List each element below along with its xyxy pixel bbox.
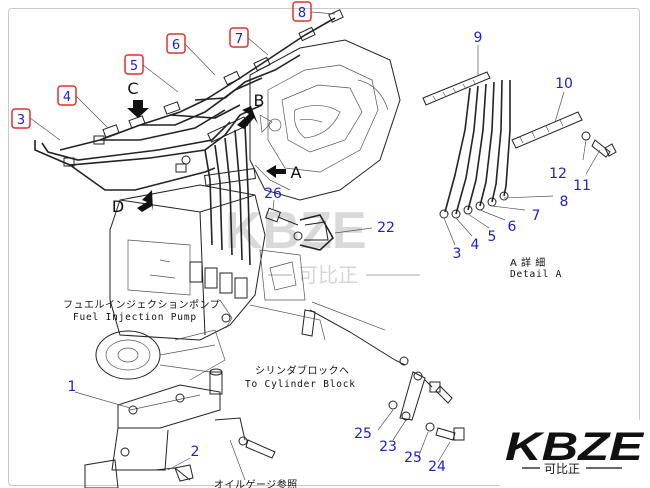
- bracket-assembly: [74, 384, 276, 488]
- callout-5: 5: [130, 59, 138, 74]
- view-letter-a: A: [291, 163, 302, 182]
- view-letter-d: D: [112, 197, 124, 216]
- callout-22: 22: [377, 220, 395, 236]
- detail-callout-8: 8: [560, 194, 569, 210]
- callout-10: 10: [555, 76, 573, 92]
- detail-callout-7: 7: [532, 208, 541, 224]
- cylinder-block-pipe: [309, 301, 465, 463]
- pipe-22-and-bolt-26: [265, 199, 373, 251]
- text-labels: A 詳 細 Detail A フュエルインジェクションポンプ Fuel Inje…: [63, 256, 562, 488]
- detail-callout-6: 6: [508, 219, 517, 235]
- detail-callout-5: 5: [488, 229, 497, 245]
- watermark-chinese: 可比正: [298, 263, 358, 287]
- detail-a-drawing: [422, 45, 617, 246]
- detail-a-label-jp: A 詳 細: [510, 256, 546, 269]
- fuel-pump-label-en: Fuel Injection Pump: [73, 312, 197, 323]
- callout-24: 24: [428, 459, 446, 475]
- callout-7: 7: [235, 32, 243, 47]
- detail-a-label-en: Detail A: [510, 269, 562, 280]
- callout-25-right: 25: [404, 450, 422, 466]
- callout-11: 11: [573, 178, 591, 194]
- watermark-latin: KBZE: [225, 202, 367, 260]
- logo-chinese: 可比正: [544, 462, 580, 476]
- engine-block: [249, 39, 401, 201]
- detail-callout-4: 4: [471, 237, 480, 253]
- callout-26: 26: [264, 186, 282, 202]
- logo-latin: KBZE: [505, 425, 645, 469]
- fuel-injection-pipes: [34, 9, 344, 266]
- diagram-frame: [8, 8, 640, 486]
- cylinder-block-label-jp: シリンダブロックへ: [255, 364, 350, 377]
- fuel-pump-label-jp: フュエルインジェクションポンプ: [63, 299, 220, 311]
- callout-1: 1: [68, 379, 77, 395]
- detail-callout-3: 3: [453, 246, 462, 262]
- callout-2: 2: [191, 444, 200, 460]
- callout-boxes: [11, 1, 336, 141]
- kbze-logo: KBZE 可比正: [500, 420, 646, 488]
- view-letter-c: C: [127, 79, 138, 98]
- oil-gauge-label-jp: オイルゲージ参照: [214, 478, 298, 488]
- view-arrows: [127, 100, 286, 212]
- view-letter-b: B: [254, 91, 265, 110]
- callout-25-left: 25: [354, 426, 372, 442]
- watermark: KBZE 可比正: [225, 202, 420, 287]
- callout-23: 23: [379, 439, 397, 455]
- callout-numbers: 8 7 6 5 4 3 9 10 12 11 8 7 6 5 4 3 26 22…: [17, 6, 591, 488]
- callout-8: 8: [298, 6, 306, 21]
- callout-4: 4: [63, 90, 71, 105]
- callout-12: 12: [549, 166, 567, 182]
- callout-6: 6: [172, 38, 180, 53]
- callout-9: 9: [474, 30, 483, 46]
- view-letters: C B A D: [112, 79, 302, 216]
- cylinder-block-label-en: To Cylinder Block: [245, 379, 356, 390]
- callout-3: 3: [17, 113, 25, 128]
